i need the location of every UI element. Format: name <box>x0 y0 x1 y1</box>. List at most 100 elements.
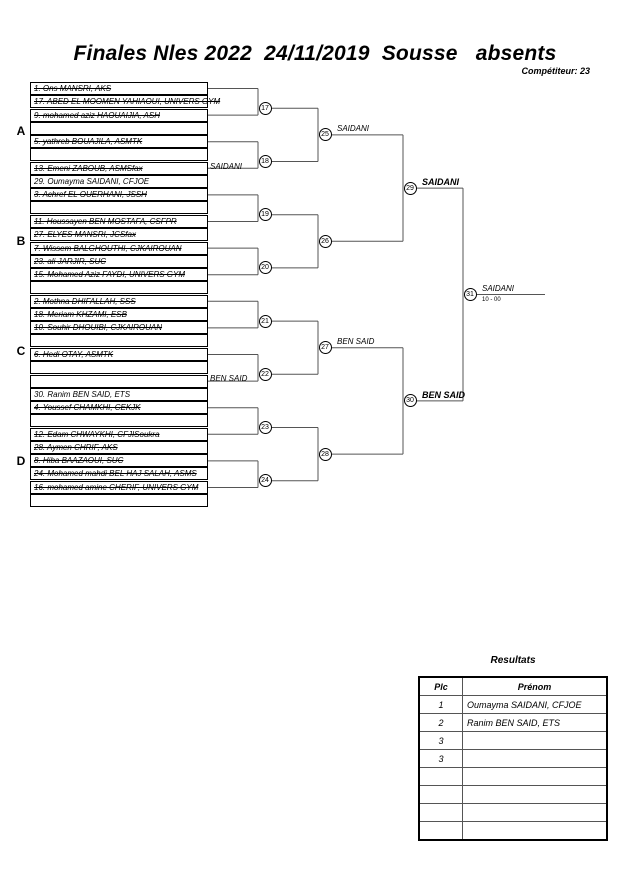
competitor-slot <box>30 321 208 335</box>
competitor-slot <box>30 294 208 308</box>
section-label-c: C <box>16 344 26 358</box>
results-name <box>462 731 608 750</box>
winner-label-30: BEN SAID <box>422 389 466 400</box>
competitor-name: 27. ELYES MANSRI, JCSfax <box>34 230 136 239</box>
competitor-slot <box>30 201 208 215</box>
competitor-name: 23. ali JARJIR, SUC <box>34 256 107 266</box>
results-place <box>418 785 463 804</box>
competitor-name: 6. Hedi OTAY, ASMTK <box>34 350 114 359</box>
results-row: 3 <box>418 731 608 750</box>
competitor-slot <box>30 467 208 481</box>
competitor-name: 24. Mohamed mahdi BEL HAJ SALAH, ASMS <box>34 469 197 479</box>
competitor-name: 4. Youssef CHAMKHI, CEKJK <box>34 403 141 413</box>
section-label-d: D <box>16 454 26 468</box>
match-tag-24[interactable]: 24 <box>258 474 272 488</box>
competitor-slot <box>30 82 208 95</box>
match-tag-18[interactable]: 18 <box>258 155 272 168</box>
competitor-slot <box>30 95 208 108</box>
champion-label: SAIDANI <box>482 283 515 293</box>
match-tag-23[interactable]: 23 <box>258 421 272 434</box>
results-name <box>462 785 608 804</box>
match-tag-25[interactable]: 25 <box>318 128 332 142</box>
competitor-name: 10. Souhir DHOUIBI, CJKAIROUAN <box>34 323 163 333</box>
competitor-name: 2. Mothna DHIFALLAH, SSS <box>34 296 136 306</box>
winner-label-29: SAIDANI <box>422 177 460 188</box>
competitor-slot <box>30 268 208 282</box>
competitor-slot <box>30 440 208 454</box>
competitor-slot <box>30 348 208 361</box>
competitor-name: 28. Aymen CHRIF, AKS <box>34 442 118 452</box>
competitor-slot <box>30 494 208 507</box>
competitor-name: 5. yathreb BOUAJILA, ASMTK <box>34 137 143 147</box>
competitor-slot <box>30 108 208 122</box>
results-row <box>418 803 608 822</box>
competitor-slot <box>30 161 208 175</box>
match-tag-17[interactable]: 17 <box>258 101 272 115</box>
competitor-slot <box>30 334 208 348</box>
competitor-name: 1. Ons MANSRI, AKS <box>34 84 112 93</box>
competitor-slot <box>30 401 208 415</box>
match-tag-30[interactable]: 30 <box>403 394 417 408</box>
results-header-row: Plc Prénom <box>418 676 608 696</box>
results-row <box>418 785 608 804</box>
competitor-name: 9. mohamed aziz HAOUAIJIA, ASH <box>34 110 160 120</box>
results-name <box>462 767 608 786</box>
competitor-slot <box>30 215 208 228</box>
match-tag-27[interactable]: 27 <box>318 341 332 355</box>
match-tag-22[interactable]: 22 <box>258 367 272 381</box>
results-col-plc: Plc <box>418 676 463 696</box>
results-name <box>462 803 608 822</box>
competitor-slot <box>30 148 208 162</box>
competitor-name: 7. Wissem BALGHOUTHI, CJKAIROUAN <box>34 243 182 253</box>
feeder-winner-18: SAIDANI <box>210 161 243 171</box>
winner-label-27: BEN SAID <box>337 336 375 346</box>
match-tag-19[interactable]: 19 <box>258 208 272 222</box>
competitor-slot <box>30 281 208 295</box>
results-col-nom: Prénom <box>462 676 608 696</box>
match-tag-26[interactable]: 26 <box>318 234 332 248</box>
final-score: 10 - 00 <box>482 296 501 303</box>
competitor-slot <box>30 414 208 428</box>
match-tag-29[interactable]: 29 <box>403 181 417 195</box>
results-name <box>462 749 608 768</box>
results-place: 3 <box>418 749 463 768</box>
competitor-slot <box>30 174 208 188</box>
match-tag-21[interactable]: 21 <box>258 314 272 328</box>
match-tag-31[interactable]: 31 <box>463 288 477 301</box>
match-tag-20[interactable]: 20 <box>258 261 272 275</box>
competitor-count: Compétiteur: 23 <box>521 66 590 76</box>
results-row <box>418 767 608 786</box>
section-label-a: A <box>16 124 26 138</box>
results-row: 3 <box>418 749 608 768</box>
competitor-name: 11. Houssayen BEN MOSTAFA, CSFPR <box>34 217 177 226</box>
competitor-slot <box>30 307 208 321</box>
results-place <box>418 803 463 822</box>
results-place: 1 <box>418 695 463 714</box>
competitor-name: 16. mohamed amine CHERIF, UNIVERS GYM <box>34 483 199 492</box>
competitor-name: 29. Oumayma SAIDANI, CFJOE <box>34 176 150 186</box>
competitor-name: 8. Hiba BAAZAOUI, SUC <box>34 456 124 466</box>
results-name: Oumayma SAIDANI, CFJOE <box>462 695 608 714</box>
competitor-name: 17. ABED EL MOOMEN YAHIAOUI, UNIVERS GYM <box>34 97 221 106</box>
results-place: 2 <box>418 713 463 732</box>
competitor-slot <box>30 361 208 374</box>
results-row <box>418 821 608 841</box>
competitor-slot <box>30 454 208 468</box>
results-place <box>418 767 463 786</box>
feeder-winner-22: BEN SAID <box>210 374 248 384</box>
competitor-name: 18. Meriam KHZAMI, ESB <box>34 309 127 319</box>
results-place <box>418 821 463 841</box>
competitor-slot <box>30 228 208 241</box>
competitor-name: 30. Ranim BEN SAID, ETS <box>34 389 131 399</box>
competitor-slot <box>30 387 208 401</box>
competitor-name: 12. Edam CHWAYKHI, CFJISoukra <box>34 429 160 439</box>
competitor-slot <box>30 188 208 202</box>
match-tag-28[interactable]: 28 <box>318 447 332 461</box>
competitor-name: 3. Achref EL OUERHANI, JSSH <box>34 190 147 200</box>
competitor-slot <box>30 241 208 255</box>
